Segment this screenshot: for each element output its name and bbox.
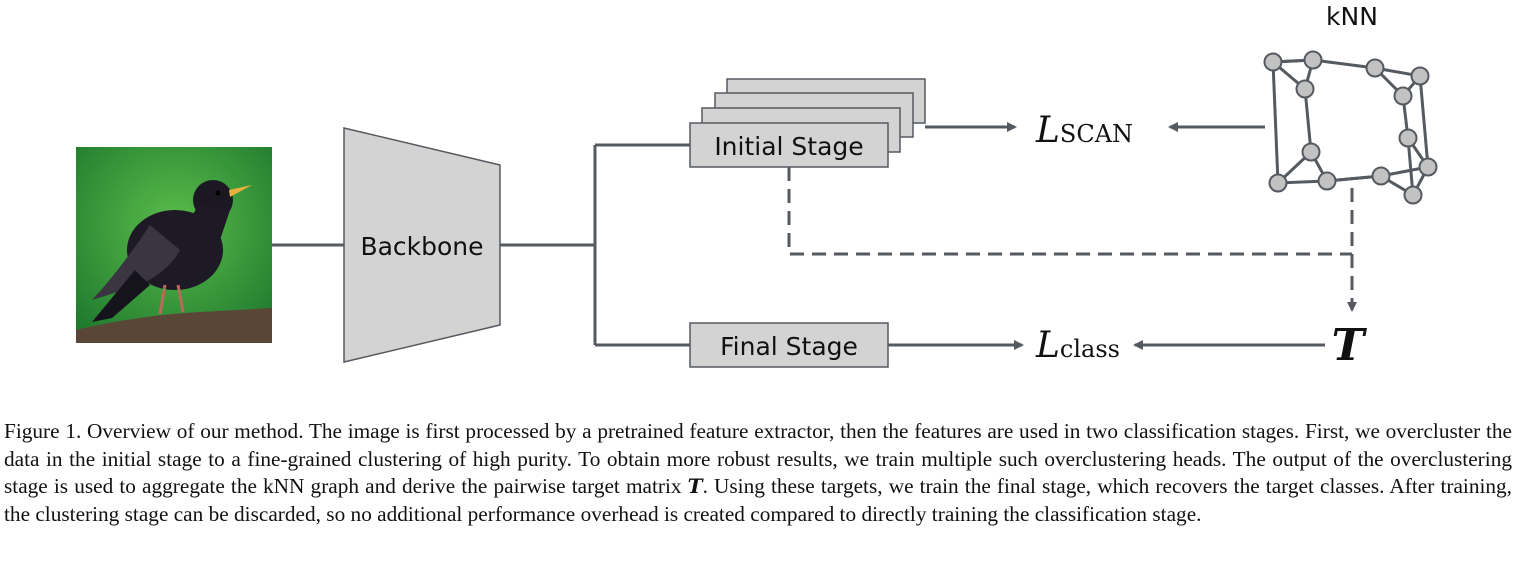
knn-node — [1365, 58, 1385, 78]
initial-stage-box — [689, 122, 889, 168]
bird-leg-2 — [176, 284, 185, 313]
bird-neck — [180, 205, 230, 255]
backbone-block: Backbone — [343, 127, 501, 363]
branch-shape — [76, 308, 272, 343]
bird-tail — [92, 270, 150, 322]
initial-stage-label: Initial Stage — [714, 132, 863, 161]
knn-node — [1418, 157, 1438, 177]
knn-node — [1317, 171, 1337, 191]
final-stage-block: Final Stage — [689, 322, 889, 368]
knn-node — [1263, 52, 1283, 72]
method-overview-diagram: Backbone Initial Stage Final Stage LSCAN… — [76, 2, 1438, 371]
knn-node — [1393, 86, 1413, 106]
knn-node — [1398, 128, 1418, 148]
knn-label: kNN — [1326, 2, 1378, 31]
loss-scan-label: LSCAN — [1035, 110, 1133, 151]
knn-graph — [1271, 58, 1430, 198]
bird-beak — [229, 185, 252, 197]
initial-stage-stack: Initial Stage — [689, 78, 926, 168]
knn-node — [1303, 50, 1323, 70]
figure-caption: Figure 1. Overview of our method. The im… — [4, 418, 1512, 528]
target-matrix-symbol: T — [1332, 320, 1368, 371]
knn-nodes — [1263, 50, 1438, 205]
loss-class-label: Lclass — [1035, 325, 1120, 366]
backbone-label: Backbone — [360, 232, 483, 261]
input-bird-image — [76, 147, 272, 343]
caption-text-part1: Figure 1. Overview of our method. The im… — [4, 419, 1512, 498]
knn-node — [1268, 173, 1288, 193]
knn-node — [1301, 142, 1321, 162]
dashed-initial-to-t — [787, 167, 1352, 256]
bird-eye — [215, 190, 221, 196]
final-stage-label: Final Stage — [720, 332, 858, 361]
caption-text-part2: . Using these targets, we train the fina… — [4, 474, 1513, 526]
knn-node — [1371, 166, 1391, 186]
knn-node — [1410, 66, 1430, 86]
knn-node — [1403, 185, 1423, 205]
bird-leg-1 — [158, 284, 167, 315]
bird-wing — [92, 225, 180, 300]
caption-target-symbol: T — [687, 474, 703, 498]
backbone-fork-lines — [500, 143, 690, 347]
knn-node — [1295, 79, 1315, 99]
